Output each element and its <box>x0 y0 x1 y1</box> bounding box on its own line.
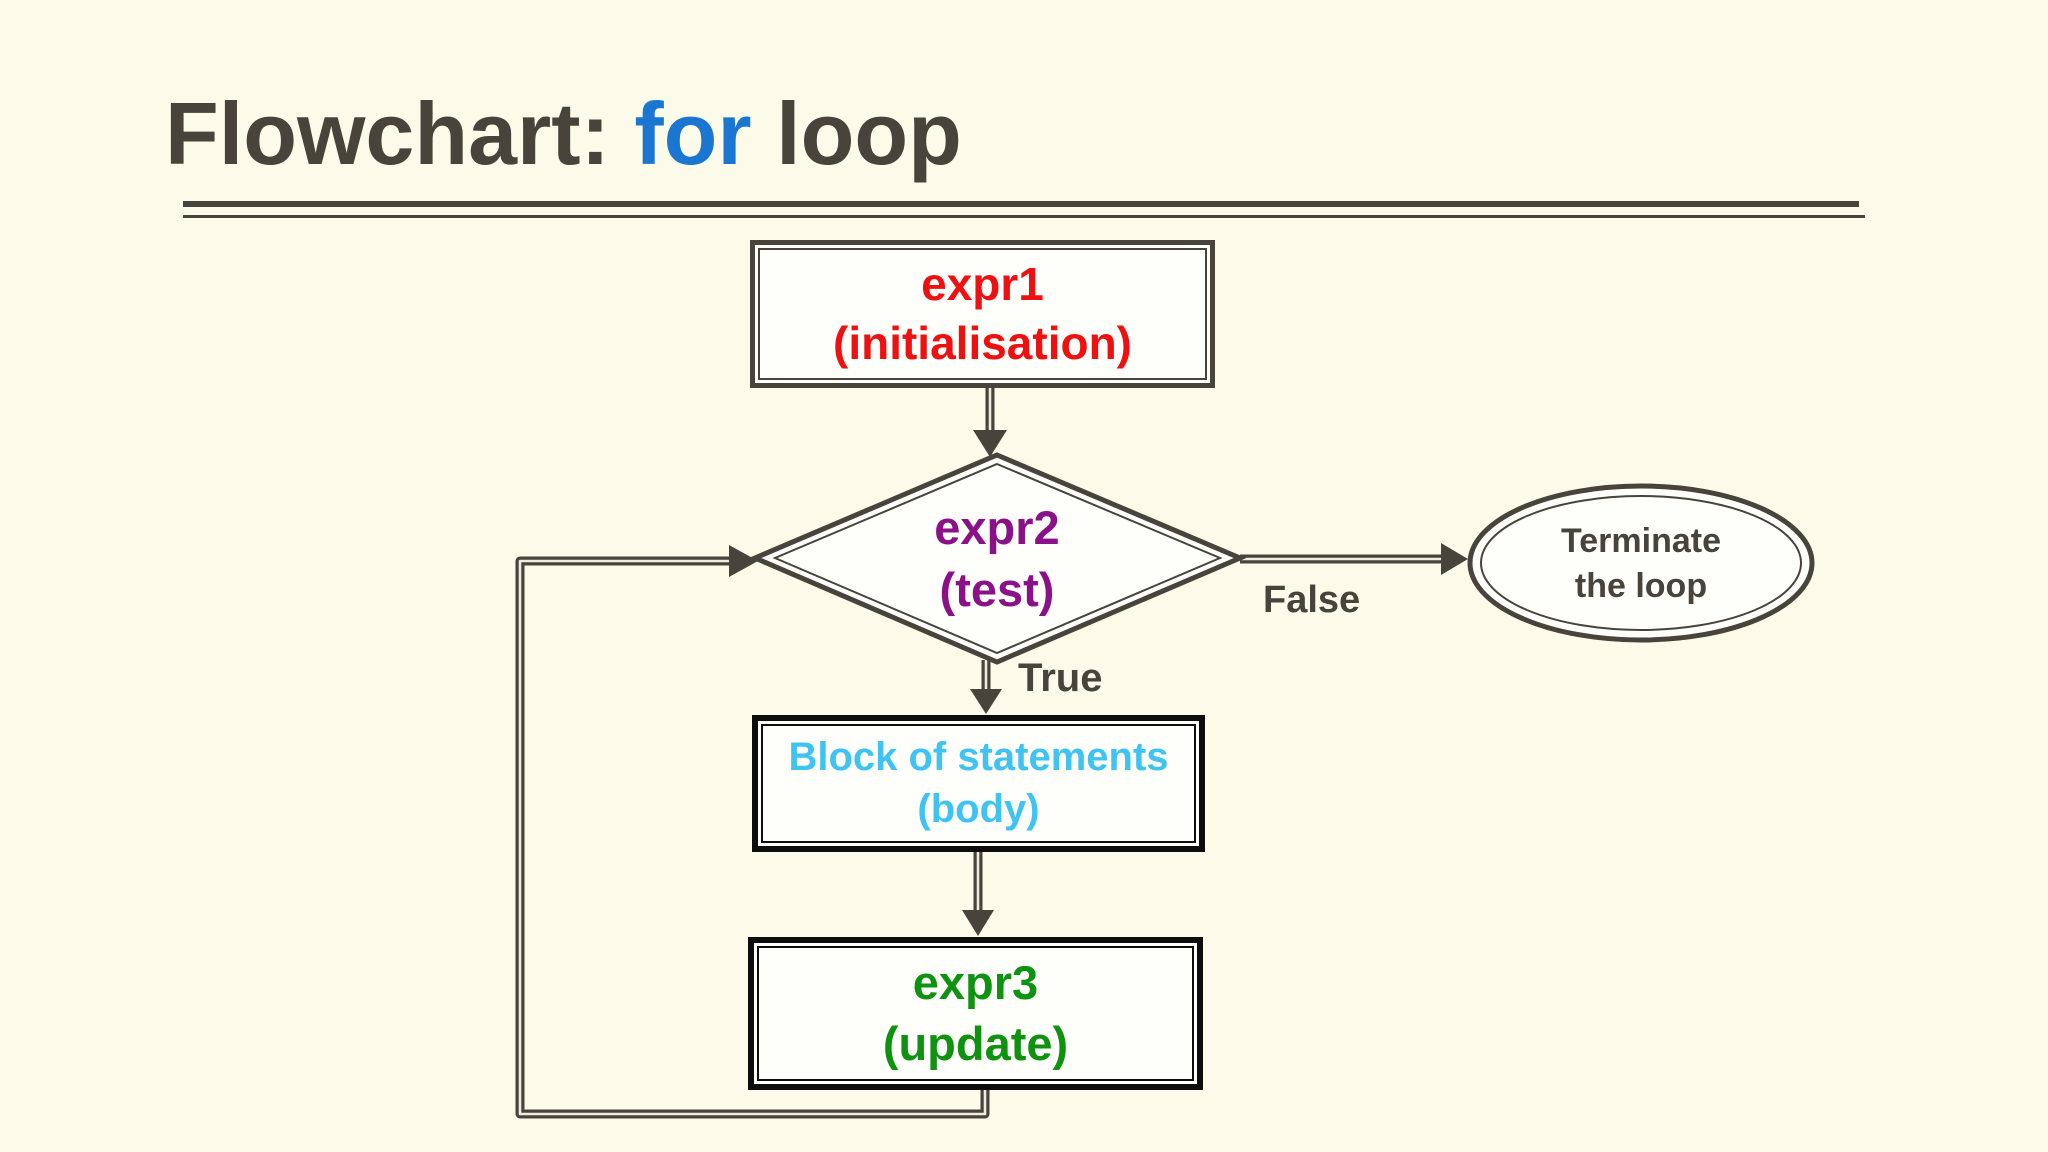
arrowhead-into-body-box <box>970 689 1002 714</box>
terminate-ellipse <box>1467 483 1815 643</box>
true-branch-label: True <box>1018 656 1103 700</box>
init-node: expr1 (initialisation) <box>750 240 1215 388</box>
title-keyword-for: for <box>634 84 752 183</box>
arrowhead-into-update-box <box>962 910 994 936</box>
update-node-text: expr3 (update) <box>757 946 1194 1081</box>
arrowhead-into-ellipse <box>1441 543 1468 575</box>
edge-body-to-update <box>962 850 994 936</box>
update-line1: expr3 <box>912 956 1039 1010</box>
init-node-text: expr1 (initialisation) <box>758 248 1207 380</box>
false-branch-label: False <box>1263 579 1361 621</box>
edge-test-true <box>970 660 1002 714</box>
page-title: Flowchart: for loop <box>165 84 962 183</box>
update-node: expr3 (update) <box>748 937 1203 1090</box>
init-line2: (initialisation) <box>833 317 1132 369</box>
body-line2: (body) <box>917 786 1040 831</box>
body-node-text: Block of statements (body) <box>761 724 1196 843</box>
body-line1: Block of statements <box>788 735 1169 780</box>
title-text-suffix: loop <box>751 84 962 183</box>
title-underline-thick <box>183 201 1859 207</box>
init-line1: expr1 <box>921 258 1044 311</box>
arrowhead-into-diamond-top <box>973 430 1007 457</box>
test-diamond <box>748 452 1247 665</box>
title-underline-thin <box>183 215 1865 218</box>
arrowhead-into-diamond-left <box>729 545 758 577</box>
edge-loopback <box>515 545 990 1119</box>
title-text-prefix: Flowchart: <box>165 84 635 183</box>
edge-init-to-test <box>973 386 1007 457</box>
body-node: Block of statements (body) <box>752 715 1205 852</box>
update-line2: (update) <box>882 1016 1069 1070</box>
